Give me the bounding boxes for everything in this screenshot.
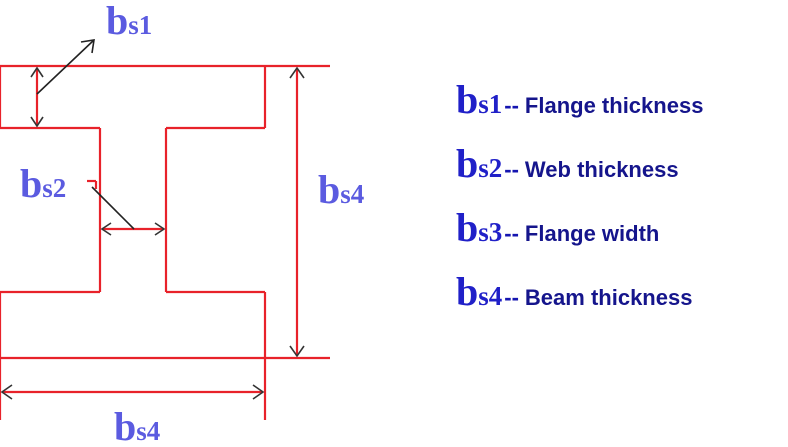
legend-label: Beam thickness: [524, 285, 693, 310]
legend-separator: --: [504, 93, 519, 118]
bottom-dim-arrow-left: [0, 384, 13, 400]
legend-item-beam-thickness: bs4--Beam thickness: [456, 270, 703, 334]
i-beam-outline: [0, 64, 330, 420]
dimension-arrowheads: [0, 66, 305, 400]
legend-symbol: bs3: [456, 205, 503, 250]
legend-symbol: bs1: [456, 77, 503, 122]
label-bs2: bs2: [20, 161, 66, 206]
legend-item-flange-width: bs3--Flange width: [456, 206, 703, 270]
bs1-leader-line: [36, 39, 95, 95]
legend-label: Flange width: [524, 221, 660, 246]
legend-item-flange-thickness: bs1--Flange thickness: [456, 78, 703, 142]
legend-label: Web thickness: [524, 157, 679, 182]
right-dim-arrow-bottom: [289, 345, 305, 358]
bottom-dim-arrow-right: [252, 384, 265, 400]
flange-dim-arrow-top: [30, 66, 44, 78]
legend: bs1--Flange thickness bs2--Web thickness…: [456, 78, 703, 334]
leader-arrows: [36, 39, 135, 230]
bs2-leader-line: [91, 186, 135, 230]
legend-item-web-thickness: bs2--Web thickness: [456, 142, 703, 206]
legend-symbol: bs4: [456, 269, 503, 314]
legend-separator: --: [504, 221, 519, 246]
web-dim-arrow-left: [100, 222, 112, 236]
legend-label: Flange thickness: [524, 93, 704, 118]
legend-symbol: bs2: [456, 141, 503, 186]
web-dim-arrow-right: [154, 222, 166, 236]
bs1-leader-arrowhead: [80, 39, 95, 54]
legend-separator: --: [504, 285, 519, 310]
label-bs4-right: bs4: [318, 167, 364, 212]
label-bs1: bs1: [106, 0, 152, 43]
label-bs4-bottom: bs4: [114, 404, 160, 447]
legend-separator: --: [504, 157, 519, 182]
flange-dim-arrow-bottom: [30, 116, 44, 128]
right-dim-arrow-top: [289, 66, 305, 79]
